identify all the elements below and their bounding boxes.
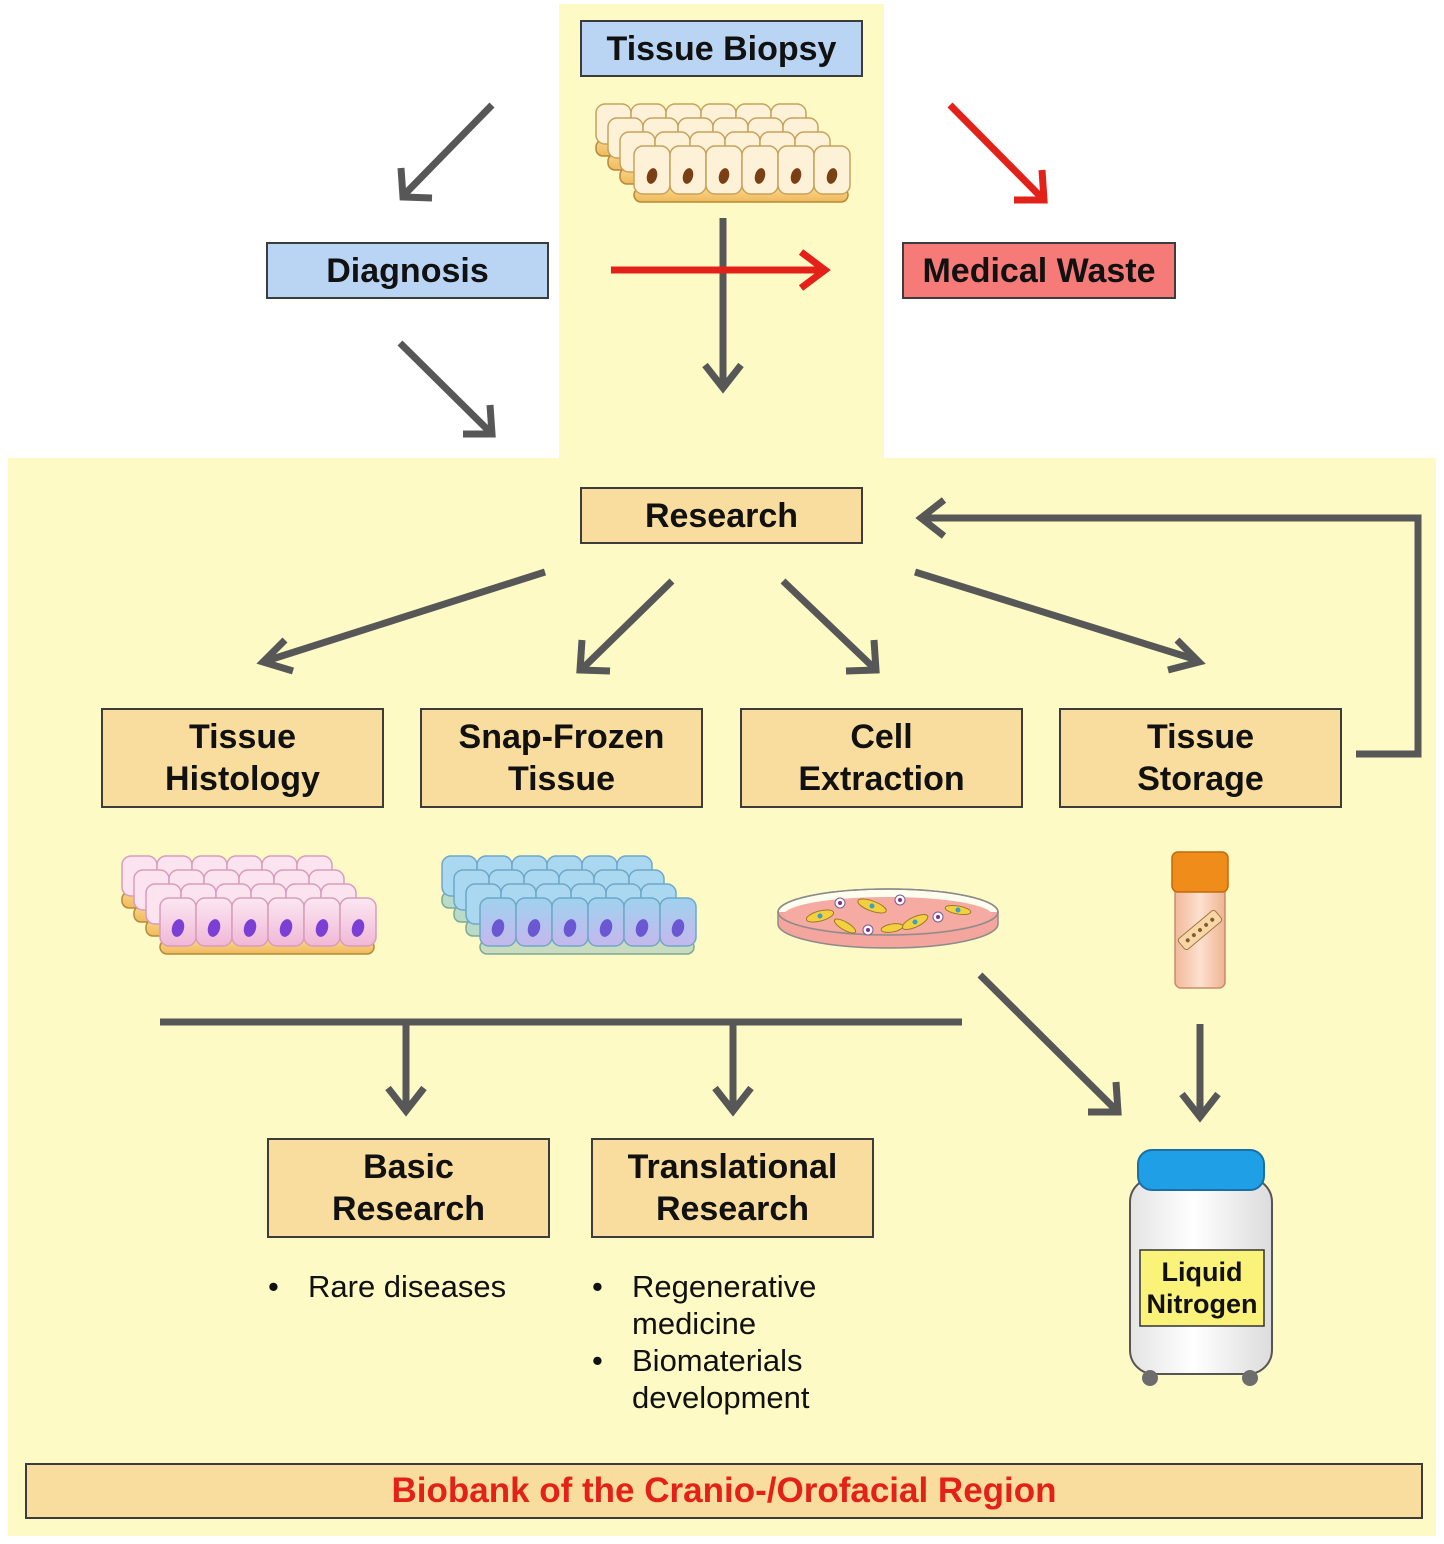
bullet-text-line1: Regenerative: [632, 1269, 817, 1304]
research-box: Research: [580, 487, 863, 544]
translational-bullet-2: • Biomaterials development: [592, 1342, 810, 1416]
biobank-banner-text: Biobank of the Cranio-/Orofacial Region: [391, 1471, 1057, 1510]
tissue-biopsy-box: Tissue Biopsy: [580, 20, 863, 77]
bullet-text: Rare diseases: [308, 1269, 507, 1304]
snap-frozen-tissue-box: Snap-Frozen Tissue: [420, 708, 703, 808]
histology-tissue-illustration: [121, 855, 377, 955]
tissue-histology-box: Tissue Histology: [101, 708, 384, 808]
gray-arrows: [160, 102, 1422, 1123]
translational-research-label-line2: Research: [655, 1190, 810, 1228]
bullet-text-line2: medicine: [632, 1306, 757, 1341]
basic-research-box: Basic Research: [267, 1138, 550, 1238]
snap-frozen-tissue-illustration: [441, 855, 697, 955]
bullet-text-line2: development: [632, 1380, 810, 1415]
liquid-nitrogen-label: Liquid Nitrogen: [1140, 1256, 1264, 1320]
diagnosis-box: Diagnosis: [266, 242, 549, 299]
tissue-histology-label-line2: Histology: [165, 760, 320, 798]
diagnosis-label: Diagnosis: [326, 251, 489, 290]
petri-dish-illustration: [777, 888, 999, 949]
biopsy-tissue-illustration: [595, 103, 851, 203]
tissue-storage-label-line1: Tissue: [1146, 718, 1255, 756]
bullet-symbol: •: [592, 1269, 603, 1304]
cell-extraction-label-line2: Extraction: [798, 760, 965, 798]
liquid-nitrogen-label-line1: Liquid: [1161, 1257, 1243, 1287]
research-label: Research: [644, 496, 799, 535]
basic-research-label-line1: Basic: [363, 1148, 454, 1186]
tissue-storage-label-line2: Storage: [1137, 760, 1264, 798]
medical-waste-label: Medical Waste: [922, 251, 1156, 290]
basic-research-label-line2: Research: [331, 1190, 486, 1228]
basic-research-bullet: • Rare diseases: [268, 1268, 506, 1305]
bullet-text-line1: Biomaterials: [632, 1343, 803, 1378]
tissue-storage-box: Tissue Storage: [1059, 708, 1342, 808]
liquid-nitrogen-jar-illustration: [1129, 1149, 1273, 1386]
translational-research-box: Translational Research: [591, 1138, 874, 1238]
tissue-histology-label-line1: Tissue: [188, 718, 297, 756]
cell-extraction-box: Cell Extraction: [740, 708, 1023, 808]
biobank-banner: Biobank of the Cranio-/Orofacial Region: [25, 1463, 1423, 1519]
cell-extraction-label-line1: Cell: [850, 718, 913, 756]
medical-waste-box: Medical Waste: [902, 242, 1176, 299]
snap-frozen-label-line1: Snap-Frozen: [458, 718, 665, 756]
snap-frozen-label-line2: Tissue: [507, 760, 616, 798]
bullet-symbol: •: [592, 1343, 603, 1378]
red-arrows: [611, 102, 1048, 291]
bullet-symbol: •: [268, 1269, 279, 1304]
storage-tube-illustration: [1171, 851, 1229, 989]
liquid-nitrogen-label-line2: Nitrogen: [1146, 1289, 1258, 1319]
translational-research-label-line1: Translational: [627, 1148, 838, 1186]
tissue-biopsy-label: Tissue Biopsy: [606, 29, 837, 68]
translational-bullet-1: • Regenerative medicine: [592, 1268, 816, 1342]
